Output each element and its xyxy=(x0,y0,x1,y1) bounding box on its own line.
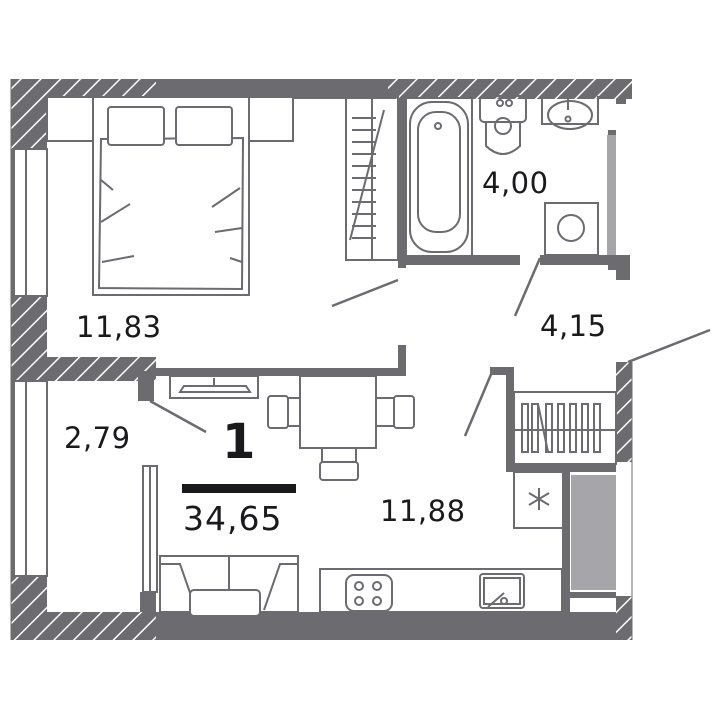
dining-table xyxy=(299,375,377,449)
sink xyxy=(541,96,599,130)
rooms-count: 1 xyxy=(222,414,256,470)
toilet xyxy=(479,95,527,155)
windows xyxy=(12,148,158,593)
total-area: 34,65 xyxy=(183,499,283,538)
bed xyxy=(46,96,294,296)
duct xyxy=(571,475,616,590)
duct xyxy=(607,135,616,255)
room-area-kitchen-living: 11,88 xyxy=(380,494,466,528)
sofa xyxy=(159,555,299,617)
hall-wardrobe xyxy=(513,391,617,465)
room-area-bathroom: 4,00 xyxy=(482,166,549,200)
wardrobe xyxy=(345,95,399,261)
exterior-walls xyxy=(11,79,632,640)
washing-machine xyxy=(544,202,599,256)
kitchen-counter xyxy=(319,568,563,613)
room-area-bedroom: 11,83 xyxy=(76,310,162,344)
doors xyxy=(149,257,711,437)
chairs xyxy=(267,395,415,481)
room-area-hallway: 4,15 xyxy=(540,309,607,343)
fridge xyxy=(513,471,565,529)
tv-stand xyxy=(169,375,259,399)
frame xyxy=(10,79,633,640)
divider xyxy=(182,484,296,493)
room-area-loggia: 2,79 xyxy=(64,421,131,455)
bathtub xyxy=(405,97,473,257)
